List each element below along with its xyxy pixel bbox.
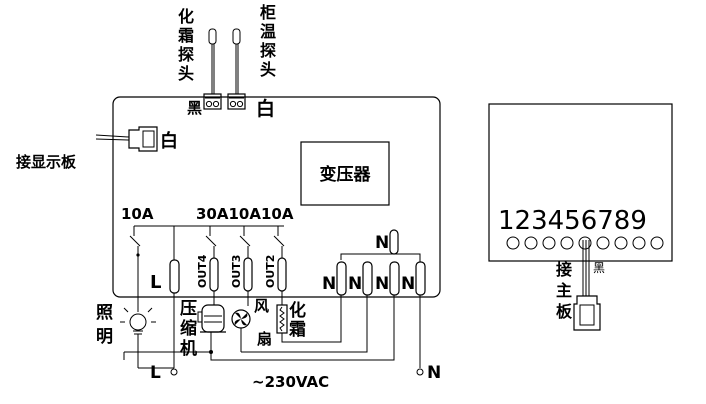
neutral-label-1: N bbox=[322, 274, 336, 294]
relay-light bbox=[129, 226, 141, 287]
display-board bbox=[488, 103, 673, 262]
neutral-label-2: N bbox=[348, 274, 362, 294]
lamp-icon bbox=[120, 287, 156, 368]
svg-text:柜: 柜 bbox=[260, 3, 276, 22]
svg-text:板: 板 bbox=[556, 302, 573, 321]
svg-text:机: 机 bbox=[180, 338, 197, 359]
svg-text:化: 化 bbox=[289, 300, 306, 321]
display-connector-color: 白 bbox=[160, 130, 178, 152]
compressor-label: 压 缩 机 bbox=[180, 299, 197, 359]
probe-color-black: 黑 bbox=[187, 99, 202, 117]
display-digits: 123456789 bbox=[498, 206, 647, 236]
fan-icon bbox=[231, 309, 251, 329]
terminal-L bbox=[169, 259, 180, 294]
display-cable bbox=[582, 240, 590, 296]
fan-label-2: 扇 bbox=[257, 330, 272, 348]
relay-out3 bbox=[239, 226, 253, 292]
probe-connector-black bbox=[203, 93, 222, 110]
probe-color-white: 白 bbox=[256, 97, 275, 120]
svg-text:明: 明 bbox=[96, 327, 113, 347]
supply-terminal-N bbox=[416, 368, 424, 376]
neutral-label-4: N bbox=[401, 274, 415, 294]
terminal-L-label: L bbox=[150, 272, 161, 293]
relay-ratings-30a-10a-10a: 30A10A10A bbox=[196, 205, 294, 223]
relay-out4-label: OUT4 bbox=[196, 254, 209, 288]
cabinet-probe-label: 柜 温 探 头 bbox=[259, 3, 276, 79]
relay-out2-label: OUT2 bbox=[264, 255, 277, 288]
transformer-box bbox=[300, 141, 390, 206]
display-pin-row bbox=[506, 236, 664, 250]
svg-text:缩: 缩 bbox=[180, 318, 197, 339]
defrost-probe bbox=[208, 28, 217, 94]
svg-text:接: 接 bbox=[556, 260, 572, 279]
neutral-top-label: N bbox=[375, 233, 389, 253]
defrost-probe-label: 化 霜 探 头 bbox=[177, 7, 194, 83]
svg-text:化: 化 bbox=[178, 7, 194, 26]
cabinet-probe bbox=[232, 28, 241, 94]
svg-text:主: 主 bbox=[556, 281, 572, 300]
svg-text:霜: 霜 bbox=[288, 320, 306, 340]
svg-text:头: 头 bbox=[260, 60, 276, 79]
lighting-label: 照 明 bbox=[96, 303, 113, 347]
neutral-terminal-top bbox=[389, 229, 399, 255]
svg-text:温: 温 bbox=[259, 22, 276, 41]
display-wire-color: 黑 bbox=[593, 261, 605, 275]
transformer-label: 变压器 bbox=[320, 164, 372, 185]
defrost-heater-icon bbox=[276, 304, 288, 334]
svg-text:霜: 霜 bbox=[177, 26, 194, 45]
relay-rating-10a: 10A bbox=[121, 205, 154, 223]
defrost-label: 化 霜 bbox=[288, 300, 306, 340]
supply-terminal-L bbox=[170, 368, 178, 376]
display-connector bbox=[95, 126, 158, 152]
compressor-icon bbox=[197, 304, 226, 333]
fan-label-1: 风 bbox=[254, 297, 269, 315]
relay-out3-label: OUT3 bbox=[230, 255, 243, 288]
svg-text:探: 探 bbox=[260, 41, 276, 60]
supply-N-label: N bbox=[427, 363, 441, 383]
svg-text:照: 照 bbox=[96, 303, 113, 323]
controller-board bbox=[112, 96, 441, 298]
svg-text:压: 压 bbox=[180, 299, 197, 319]
supply-L-label: L bbox=[150, 363, 161, 383]
neutral-label-3: N bbox=[375, 274, 389, 294]
to-main-board-label: 接 主 板 bbox=[556, 260, 573, 321]
display-connector-label: 接显示板 bbox=[16, 153, 77, 171]
main-board-connector bbox=[573, 295, 601, 331]
supply-voltage: ~230VAC bbox=[252, 373, 329, 391]
svg-text:探: 探 bbox=[178, 45, 194, 64]
svg-text:头: 头 bbox=[178, 64, 194, 83]
probe-connector-white bbox=[227, 93, 246, 110]
